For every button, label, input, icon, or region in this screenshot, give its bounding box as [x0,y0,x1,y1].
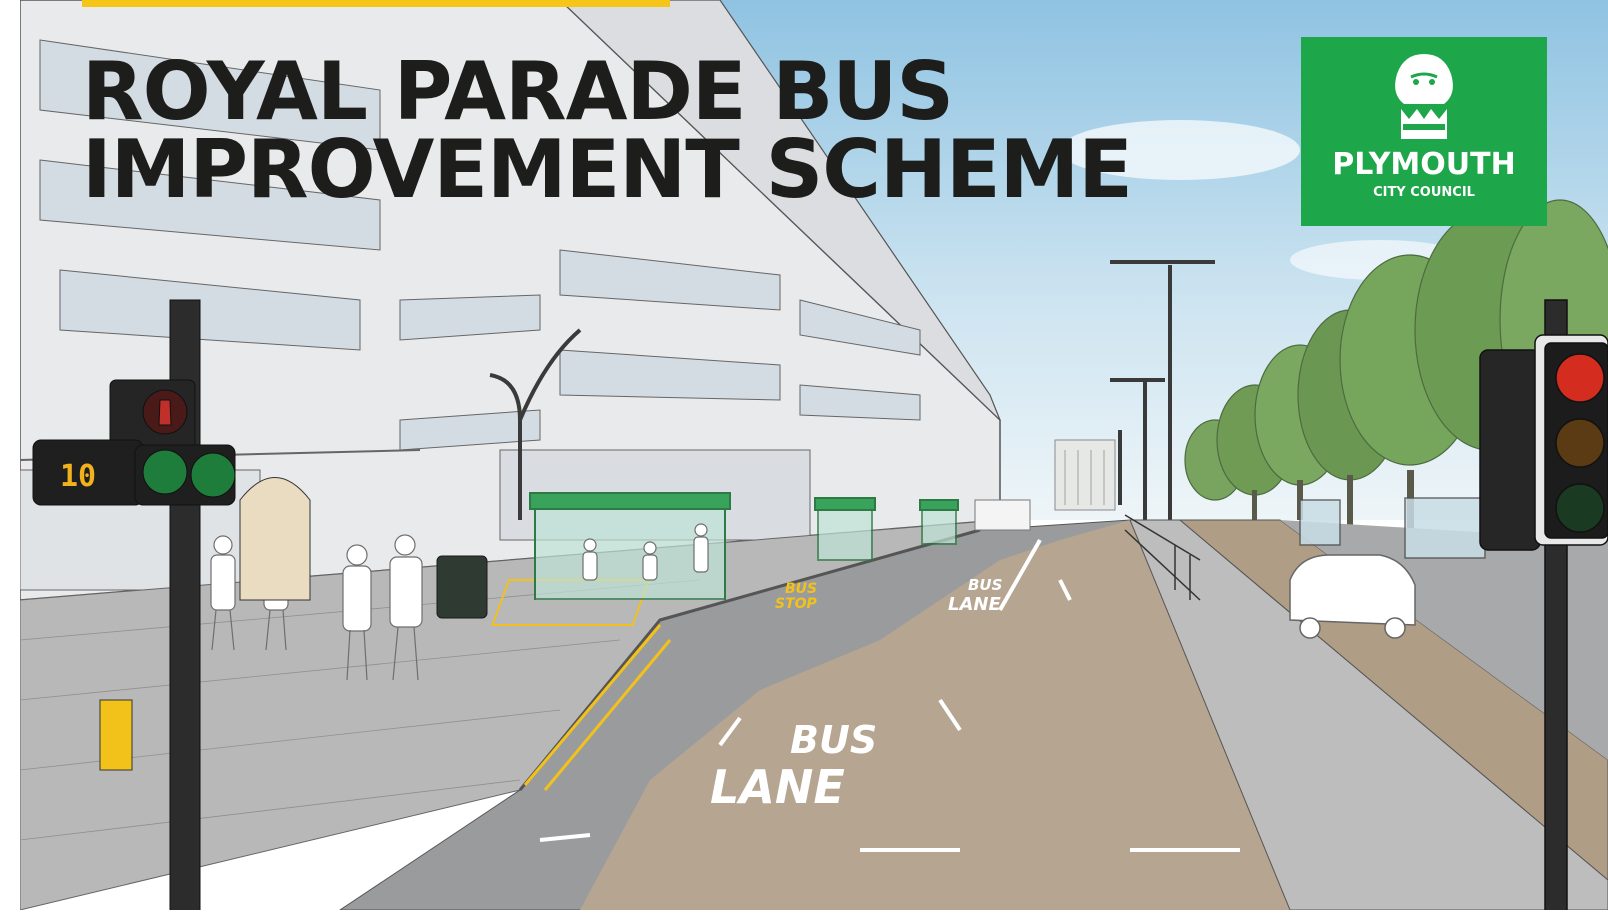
logo-name: PLYMOUTH [1332,147,1516,182]
far-road-marking-bus: BUS [968,576,1002,594]
pedestrian-signal [32,299,236,920]
road-marking-lane: LANE [710,760,845,814]
bus-shelter-right [1299,497,1486,559]
advertising-column [239,477,311,601]
road-marking-bus: BUS [790,718,877,762]
cloud [1060,120,1300,180]
railing [1124,514,1201,601]
bus-shelter [529,492,959,600]
road-marking-bus-stop: BUS [785,581,817,597]
bottom-margin [0,910,1608,920]
distant-bus [974,499,1031,531]
countdown-display: 10 [60,459,96,494]
accent-bar [82,0,670,7]
lion-crest-icon [1395,54,1453,139]
logo-subtitle: CITY COUNCIL [1373,185,1475,200]
tree-line [1184,199,1608,501]
left-margin [0,0,20,920]
building-windows [39,39,921,451]
street-lamp [489,260,1215,560]
litter-bin [436,555,488,619]
pavement-right [1129,519,1608,911]
title-line-2: IMPROVEMENT SCHEME [82,123,1133,216]
building-side [559,0,1001,421]
car [1289,554,1416,639]
traffic-signal [1479,299,1608,920]
title-line-1: ROYAL PARADE BUS [82,45,954,138]
lane-markings [539,539,1240,852]
bus-lane-surface [580,520,1290,910]
far-road-marking-lane: LANE [948,594,1001,615]
distant-building [1054,439,1116,511]
yellow-lines [523,624,662,786]
road-marking-stop: STOP [775,596,818,612]
council-logo: PLYMOUTH CITY COUNCIL [1301,37,1547,226]
cycle-lane [1178,519,1608,881]
